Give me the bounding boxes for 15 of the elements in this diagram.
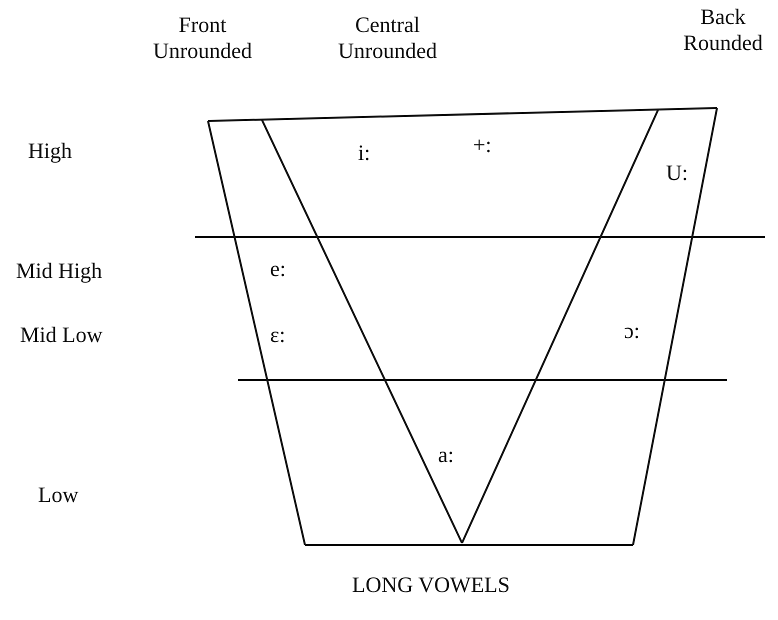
vowel-symbol: U: xyxy=(666,160,688,186)
column-heading: Back Rounded xyxy=(682,4,764,56)
row-label: Mid Low xyxy=(20,322,102,348)
column-heading: Central Unrounded xyxy=(337,12,438,64)
vowel-symbol: +: xyxy=(473,132,492,158)
row-label: Mid High xyxy=(16,258,102,284)
caption: LONG VOWELS xyxy=(352,572,510,598)
row-label: Low xyxy=(38,482,78,508)
vowel-symbol: i: xyxy=(358,140,370,166)
vowel-symbol: ɔ: xyxy=(624,318,640,344)
vowel-symbol: ε: xyxy=(270,322,286,348)
row-label: High xyxy=(28,138,72,164)
vowel-symbol: a: xyxy=(438,442,454,468)
vowel-symbol: e: xyxy=(270,256,286,282)
column-heading: Front Unrounded xyxy=(152,12,253,64)
